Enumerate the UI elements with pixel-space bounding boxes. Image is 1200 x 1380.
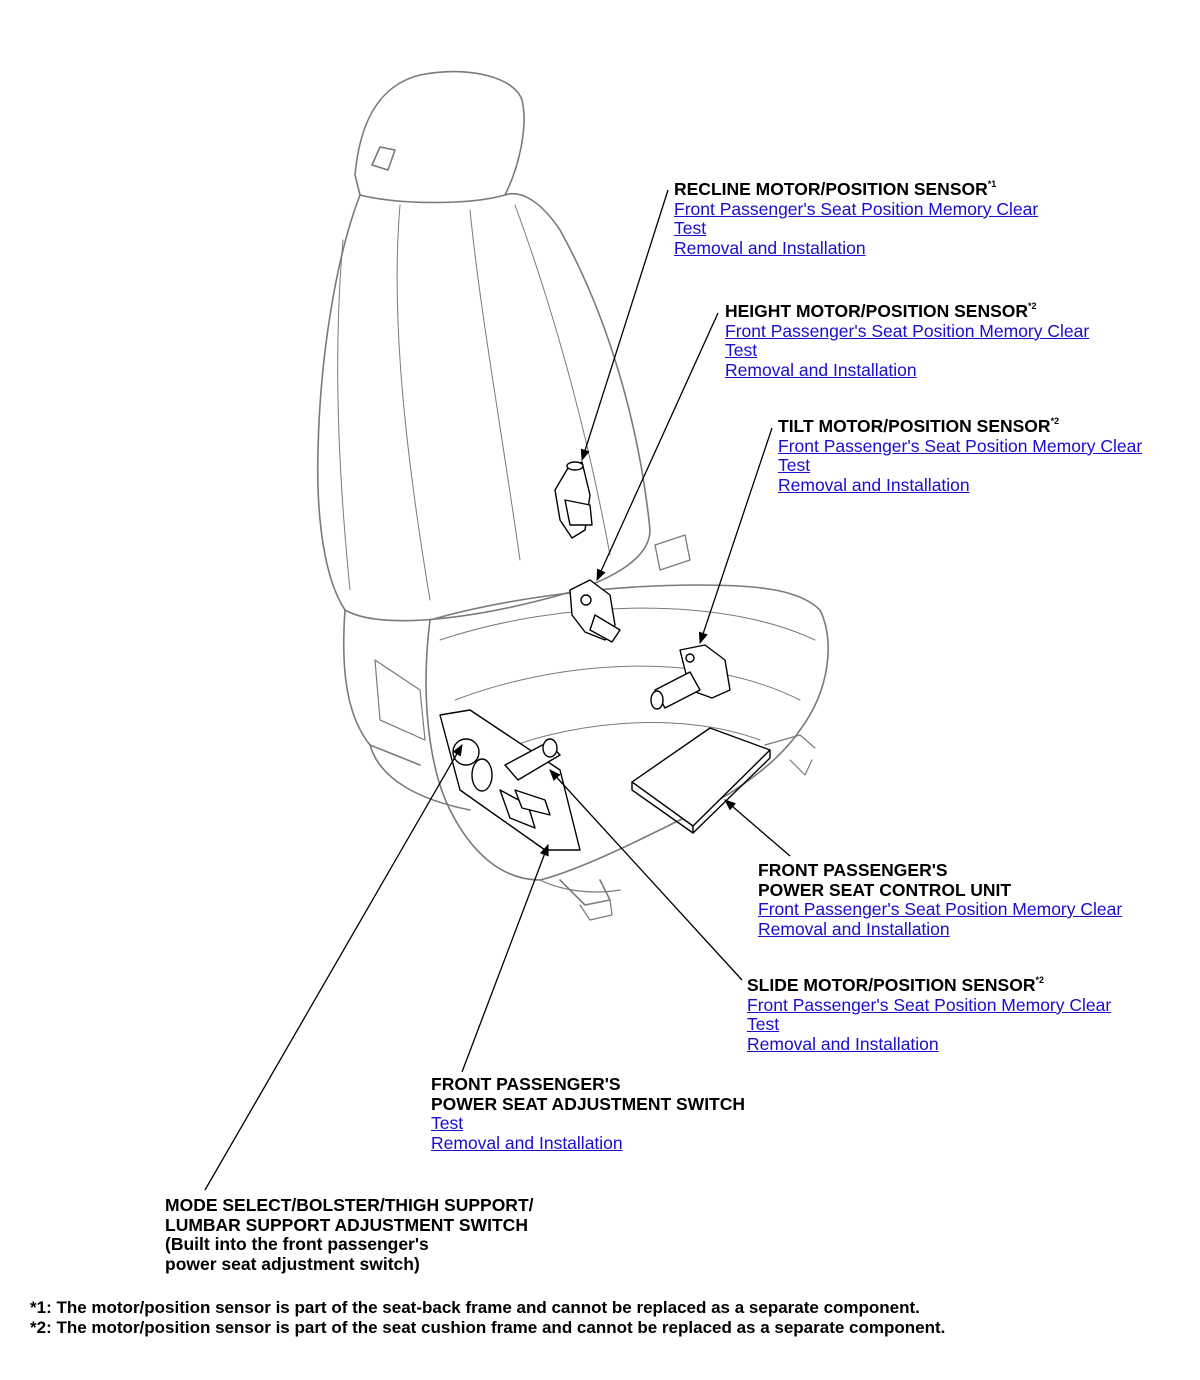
control-unit-title-line1: FRONT PASSENGER'S — [758, 860, 948, 880]
recline-callout: RECLINE MOTOR/POSITION SENSOR*1 Front Pa… — [674, 179, 1039, 258]
adjustment-switch-part — [439, 709, 581, 851]
leader-lines — [204, 189, 791, 1191]
slide-test-link[interactable]: Test — [747, 1014, 780, 1034]
control-unit-callout: FRONT PASSENGER'S POWER SEAT CONTROL UNI… — [758, 860, 1123, 939]
tilt-removal-link[interactable]: Removal and Installation — [778, 474, 970, 495]
mode-switch-line1: MODE SELECT/BOLSTER/THIGH SUPPORT/ — [165, 1195, 534, 1215]
height-leader — [596, 312, 719, 582]
height-test-link[interactable]: Test — [725, 340, 758, 360]
tilt-test-link[interactable]: Test — [778, 455, 811, 475]
headrest-button — [371, 146, 396, 171]
slide-leader — [549, 769, 743, 981]
mode-switch-line3: (Built into the front passenger's — [165, 1234, 429, 1254]
seat-side-trim — [342, 609, 421, 766]
tilt-title: TILT MOTOR/POSITION SENSOR — [778, 416, 1051, 436]
tilt-callout: TILT MOTOR/POSITION SENSOR*2 Front Passe… — [778, 416, 1143, 495]
components — [439, 461, 771, 851]
recline-memory-clear-link[interactable]: Front Passenger's Seat Position Memory C… — [674, 198, 1039, 219]
seat-illustration — [316, 70, 829, 921]
footnote-mark: *2 — [1050, 416, 1060, 426]
tilt-leader — [698, 427, 773, 645]
control-unit-memory-clear-link[interactable]: Front Passenger's Seat Position Memory C… — [758, 899, 1123, 919]
seat-cushion — [425, 584, 829, 881]
mode-switch-line4: power seat adjustment switch) — [165, 1253, 420, 1274]
headrest — [354, 70, 525, 204]
recline-removal-link[interactable]: Removal and Installation — [674, 237, 866, 258]
slide-callout: SLIDE MOTOR/POSITION SENSOR*2 Front Pass… — [747, 975, 1112, 1054]
footnote-mark: *1 — [987, 179, 997, 189]
height-callout: HEIGHT MOTOR/POSITION SENSOR*2 Front Pas… — [725, 301, 1090, 380]
adjust-switch-callout: FRONT PASSENGER'S POWER SEAT ADJUSTMENT … — [431, 1074, 746, 1153]
mode-switch-leader — [204, 743, 463, 1191]
recline-test-link[interactable]: Test — [674, 218, 707, 238]
control-unit-part — [631, 727, 771, 834]
seat-rail — [369, 744, 611, 906]
mode-switch-callout: MODE SELECT/BOLSTER/THIGH SUPPORT/ LUMBA… — [165, 1195, 534, 1274]
footnote-mark: *2 — [1035, 975, 1044, 985]
height-memory-clear-link[interactable]: Front Passenger's Seat Position Memory C… — [725, 320, 1090, 341]
slide-removal-link[interactable]: Removal and Installation — [747, 1033, 939, 1054]
tilt-motor-part — [650, 644, 731, 710]
control-unit-leader — [724, 799, 791, 857]
seat-back — [316, 193, 651, 622]
adjust-switch-removal-link[interactable]: Removal and Installation — [431, 1132, 623, 1153]
mode-switch-line2: LUMBAR SUPPORT ADJUSTMENT SWITCH — [165, 1214, 528, 1235]
footnote-1: *1: The motor/position sensor is part of… — [30, 1298, 920, 1317]
height-motor-part — [569, 579, 621, 643]
slide-title: SLIDE MOTOR/POSITION SENSOR — [747, 975, 1036, 995]
tilt-memory-clear-link[interactable]: Front Passenger's Seat Position Memory C… — [778, 435, 1143, 456]
adjust-switch-title-line1: FRONT PASSENGER'S — [431, 1074, 621, 1094]
control-unit-removal-link[interactable]: Removal and Installation — [758, 918, 950, 939]
adjust-switch-test-link[interactable]: Test — [431, 1113, 464, 1133]
recline-leader — [580, 189, 669, 462]
height-removal-link[interactable]: Removal and Installation — [725, 359, 917, 380]
slide-memory-clear-link[interactable]: Front Passenger's Seat Position Memory C… — [747, 994, 1112, 1015]
recline-title: RECLINE MOTOR/POSITION SENSOR — [674, 179, 988, 199]
footnote-2: *2: The motor/position sensor is part of… — [30, 1318, 946, 1337]
height-title: HEIGHT MOTOR/POSITION SENSOR — [725, 301, 1029, 321]
footnote-mark: *2 — [1028, 301, 1037, 311]
recline-motor-part — [554, 461, 593, 539]
adjust-switch-leader — [461, 843, 549, 1073]
control-unit-title-line2: POWER SEAT CONTROL UNIT — [758, 879, 1012, 900]
belt-buckle — [654, 534, 691, 571]
adjust-switch-title-line2: POWER SEAT ADJUSTMENT SWITCH — [431, 1093, 746, 1114]
